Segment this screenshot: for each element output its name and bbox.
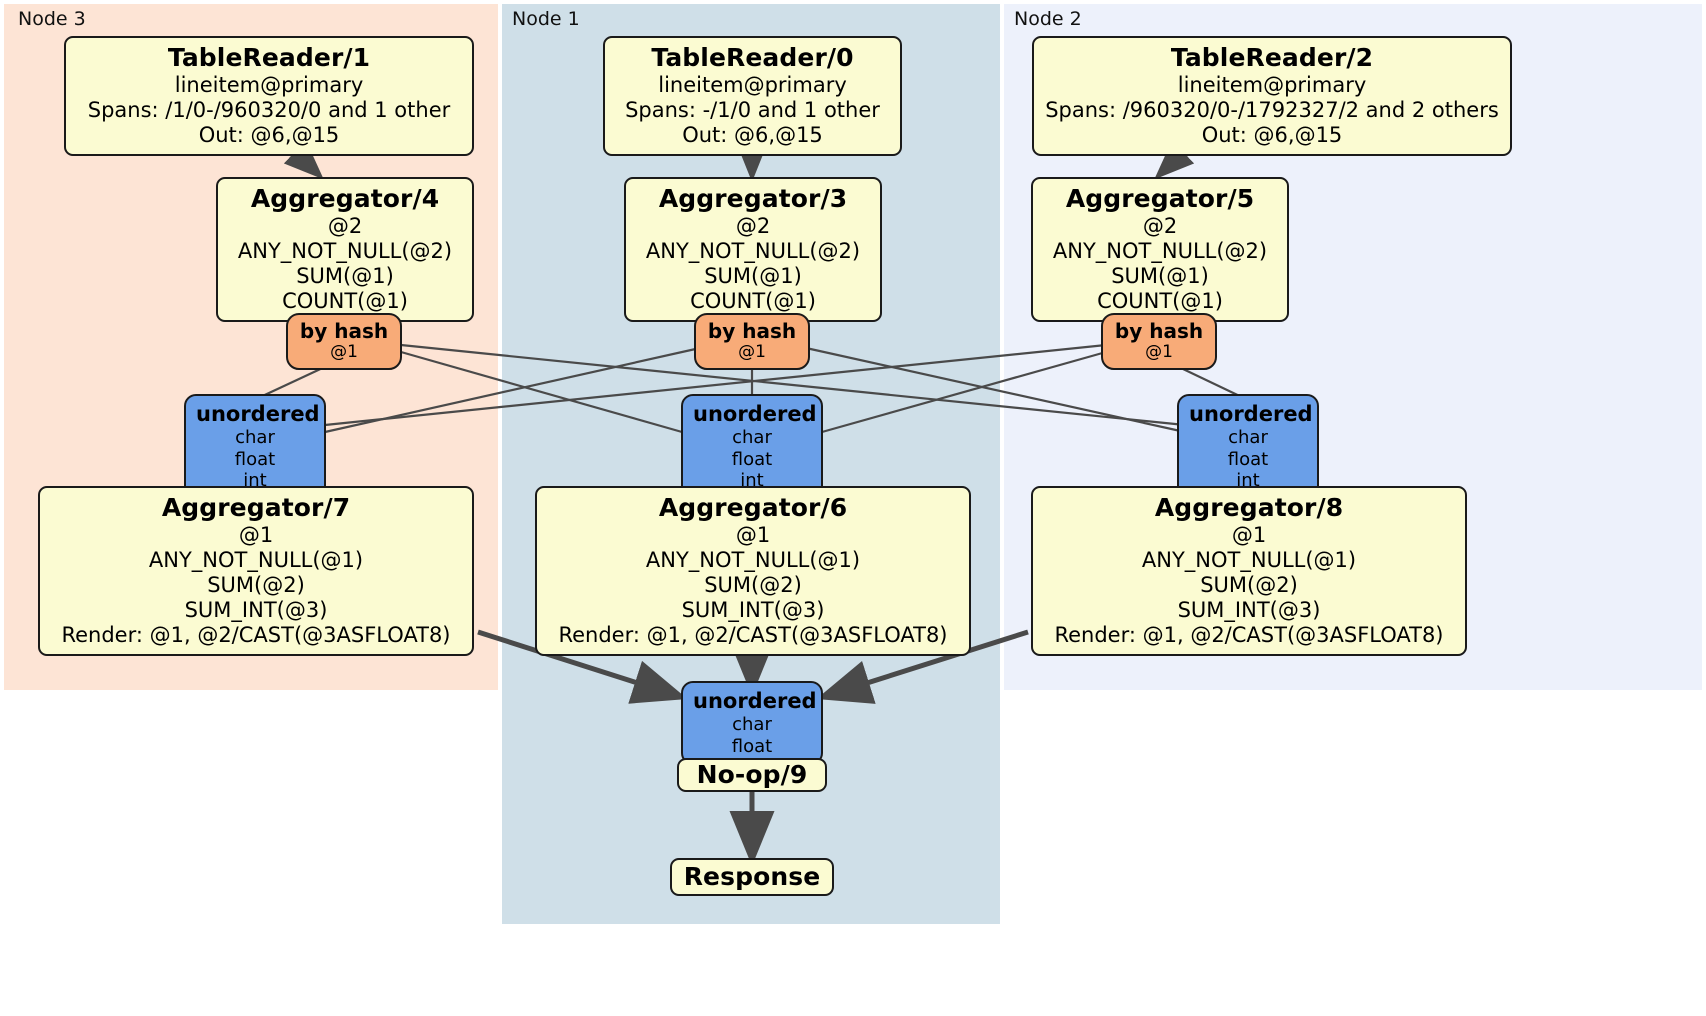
receiver-unordered-right[interactable]: unordered char float int (1177, 394, 1319, 500)
processor-line: SUM(@1) (1111, 263, 1209, 288)
processor-line: ANY_NOT_NULL(@1) (1141, 547, 1357, 572)
router-title: by hash (707, 319, 797, 343)
processor-line: lineitem@primary (174, 72, 364, 97)
edge-routerR-recvL (324, 343, 1107, 427)
processor-line: @2 (327, 213, 363, 238)
receiver-line: float (731, 735, 773, 757)
receiver-unordered-final[interactable]: unordered char float (681, 681, 823, 766)
processor-no-op-9[interactable]: No-op/9 (677, 758, 827, 792)
edge-routerL-recvR (400, 343, 1186, 427)
receiver-title: unordered (693, 689, 817, 713)
router-line: @1 (1145, 342, 1173, 363)
node-panel-label-node2: Node 2 (1014, 8, 1082, 30)
processor-line: SUM(@2) (704, 572, 802, 597)
processor-line: ANY_NOT_NULL(@1) (148, 547, 364, 572)
processor-line: lineitem@primary (658, 72, 847, 97)
processor-table-reader-2[interactable]: TableReader/2 lineitem@primary Spans: /9… (1032, 36, 1512, 156)
processor-aggregator-7[interactable]: Aggregator/7 @1 ANY_NOT_NULL(@1) SUM(@2)… (38, 486, 474, 656)
node-panel-label-node3: Node 3 (18, 8, 86, 30)
processor-line: Spans: -/1/0 and 1 other (625, 97, 880, 122)
node-panel-label-node1: Node 1 (512, 8, 580, 30)
processor-line: lineitem@primary (1177, 72, 1367, 97)
processor-line: Spans: /960320/0-/1792327/2 and 2 others (1045, 97, 1499, 122)
processor-title: Response (683, 861, 821, 891)
receiver-title: unordered (1189, 402, 1313, 426)
processor-line: SUM(@2) (1200, 572, 1298, 597)
router-by-hash-left[interactable]: by hash @1 (286, 313, 402, 370)
processor-line: SUM_INT(@3) (681, 597, 825, 622)
processor-title: Aggregator/5 (1065, 184, 1255, 213)
processor-line: Render: @1, @2/CAST(@3ASFLOAT8) (558, 622, 948, 647)
processor-title: Aggregator/7 (161, 493, 351, 522)
router-line: @1 (738, 342, 766, 363)
receiver-line: char (1228, 427, 1268, 449)
processor-line: @2 (735, 213, 771, 238)
processor-title: TableReader/0 (651, 43, 854, 72)
edge-agg8-final (816, 629, 1029, 704)
processor-line: COUNT(@1) (282, 288, 408, 313)
router-title: by hash (1114, 319, 1204, 343)
router-line: @1 (330, 342, 358, 363)
processor-line: Spans: /1/0-/960320/0 and 1 other (87, 97, 451, 122)
processor-table-reader-0[interactable]: TableReader/0 lineitem@primary Spans: -/… (603, 36, 902, 156)
edge-routerR-recvC (821, 350, 1107, 434)
processor-line: SUM(@2) (207, 572, 305, 597)
processor-aggregator-3[interactable]: Aggregator/3 @2 ANY_NOT_NULL(@2) SUM(@1)… (624, 177, 882, 322)
receiver-title: unordered (196, 402, 320, 426)
router-by-hash-right[interactable]: by hash @1 (1101, 313, 1217, 370)
processor-line: ANY_NOT_NULL(@2) (645, 238, 861, 263)
processor-line: COUNT(@1) (1097, 288, 1223, 313)
processor-aggregator-5[interactable]: Aggregator/5 @2 ANY_NOT_NULL(@2) SUM(@1)… (1031, 177, 1289, 322)
processor-line: @1 (1231, 522, 1267, 547)
receiver-line: char (732, 714, 772, 736)
processor-line: SUM(@1) (296, 263, 394, 288)
processor-title: TableReader/2 (1170, 43, 1374, 72)
processor-aggregator-8[interactable]: Aggregator/8 @1 ANY_NOT_NULL(@1) SUM(@2)… (1031, 486, 1467, 656)
processor-line: Render: @1, @2/CAST(@3ASFLOAT8) (1054, 622, 1444, 647)
processor-title: TableReader/1 (167, 43, 371, 72)
receiver-unordered-center[interactable]: unordered char float int (681, 394, 823, 500)
processor-title: Aggregator/3 (658, 184, 848, 213)
processor-line: SUM(@1) (704, 263, 802, 288)
processor-line: Render: @1, @2/CAST(@3ASFLOAT8) (61, 622, 451, 647)
receiver-line: char (235, 427, 275, 449)
processor-line: @2 (1142, 213, 1178, 238)
processor-aggregator-4[interactable]: Aggregator/4 @2 ANY_NOT_NULL(@2) SUM(@1)… (216, 177, 474, 322)
router-by-hash-center[interactable]: by hash @1 (694, 313, 810, 370)
processor-line: COUNT(@1) (690, 288, 816, 313)
processor-line: Out: @6,@15 (682, 122, 823, 147)
edge-agg7-final (477, 629, 688, 704)
processor-line: @1 (238, 522, 274, 547)
processor-line: @1 (735, 522, 771, 547)
router-title: by hash (299, 319, 389, 343)
receiver-title: unordered (693, 402, 817, 426)
processor-line: SUM_INT(@3) (1177, 597, 1321, 622)
edge-routerC-recvR (805, 346, 1186, 434)
receiver-line: float (234, 448, 276, 470)
receiver-line: float (731, 448, 773, 470)
processor-line: SUM_INT(@3) (184, 597, 328, 622)
processor-line: ANY_NOT_NULL(@2) (1052, 238, 1268, 263)
edge-routerL-recvC (400, 350, 683, 434)
processor-line: Out: @6,@15 (198, 122, 340, 147)
processor-aggregator-6[interactable]: Aggregator/6 @1 ANY_NOT_NULL(@1) SUM(@2)… (535, 486, 971, 656)
receiver-line: float (1227, 448, 1269, 470)
processor-line: Out: @6,@15 (1201, 122, 1343, 147)
processor-line: ANY_NOT_NULL(@2) (237, 238, 453, 263)
processor-line: ANY_NOT_NULL(@1) (645, 547, 861, 572)
processor-title: No-op/9 (696, 759, 808, 789)
processor-response[interactable]: Response (670, 858, 834, 896)
processor-title: Aggregator/6 (658, 493, 848, 522)
receiver-unordered-left[interactable]: unordered char float int (184, 394, 326, 500)
processor-title: Aggregator/4 (250, 184, 440, 213)
receiver-line: char (732, 427, 772, 449)
processor-table-reader-1[interactable]: TableReader/1 lineitem@primary Spans: /1… (64, 36, 474, 156)
processor-title: Aggregator/8 (1154, 493, 1344, 522)
